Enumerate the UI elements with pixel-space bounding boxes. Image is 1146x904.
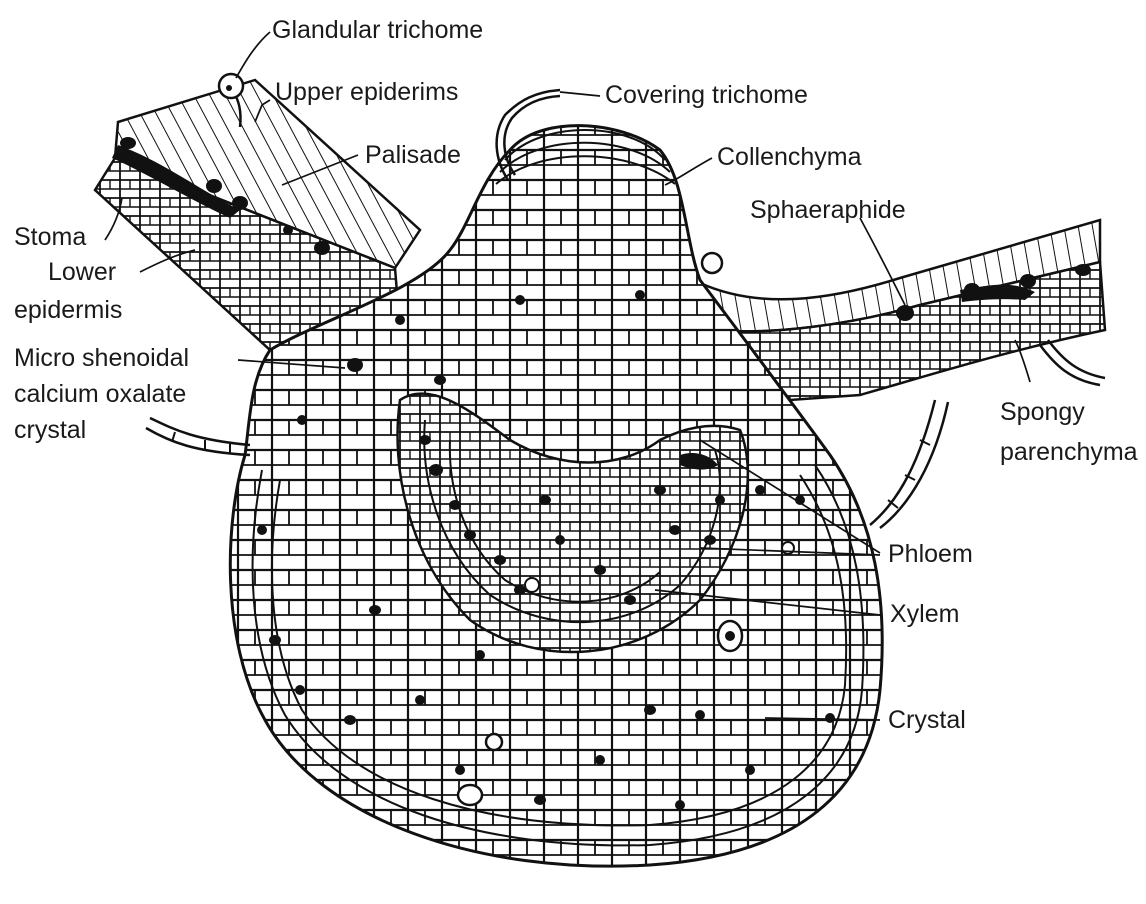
label-upper-epidermis: Upper epiderims — [275, 78, 458, 106]
leader-glandular-trichome — [236, 32, 270, 78]
leader-covering-trichome — [560, 92, 600, 96]
stoma-cell — [120, 137, 136, 149]
label-micro-crystal-line2: calcium oxalate — [14, 380, 186, 408]
label-spongy-line1: Spongy — [1000, 398, 1085, 426]
cortex-idioblast — [458, 785, 482, 805]
label-micro-crystal-line1: Micro shenoidal — [14, 344, 189, 372]
label-spongy-line2: parenchyma — [1000, 438, 1138, 466]
label-phloem: Phloem — [888, 540, 973, 568]
label-sphaeraphide: Sphaeraphide — [750, 196, 906, 224]
label-crystal: Crystal — [888, 706, 966, 734]
label-xylem: Xylem — [890, 600, 959, 628]
left-crystal-3 — [314, 241, 330, 255]
cortex-crystal-large — [486, 734, 502, 750]
label-covering-trichome: Covering trichome — [605, 81, 808, 109]
label-stoma: Stoma — [14, 223, 86, 251]
left-crystal-1 — [206, 179, 222, 193]
spongy-side-trichome — [1040, 340, 1105, 385]
left-covering-trichome — [146, 418, 250, 455]
crystal-cell-core — [725, 631, 735, 641]
label-collenchyma: Collenchyma — [717, 143, 862, 171]
right-covering-trichome — [870, 400, 948, 528]
label-glandular-trichome: Glandular trichome — [272, 16, 483, 44]
right-crystal-2 — [1020, 274, 1036, 288]
right-crystal-1 — [964, 283, 980, 297]
left-crystal-4 — [283, 225, 293, 235]
label-palisade: Palisade — [365, 141, 461, 169]
left-crystal-2 — [232, 196, 248, 210]
label-lower-epidermis-line2: epidermis — [14, 296, 122, 324]
midrib-glandular-trichome — [702, 253, 722, 273]
right-crystal-3 — [1075, 264, 1091, 276]
sphaeraphide-crystal — [896, 305, 914, 321]
label-lower-epidermis-line1: Lower — [48, 258, 116, 286]
xylem-vessel — [525, 578, 539, 592]
label-micro-crystal-line3: crystal — [14, 416, 86, 444]
